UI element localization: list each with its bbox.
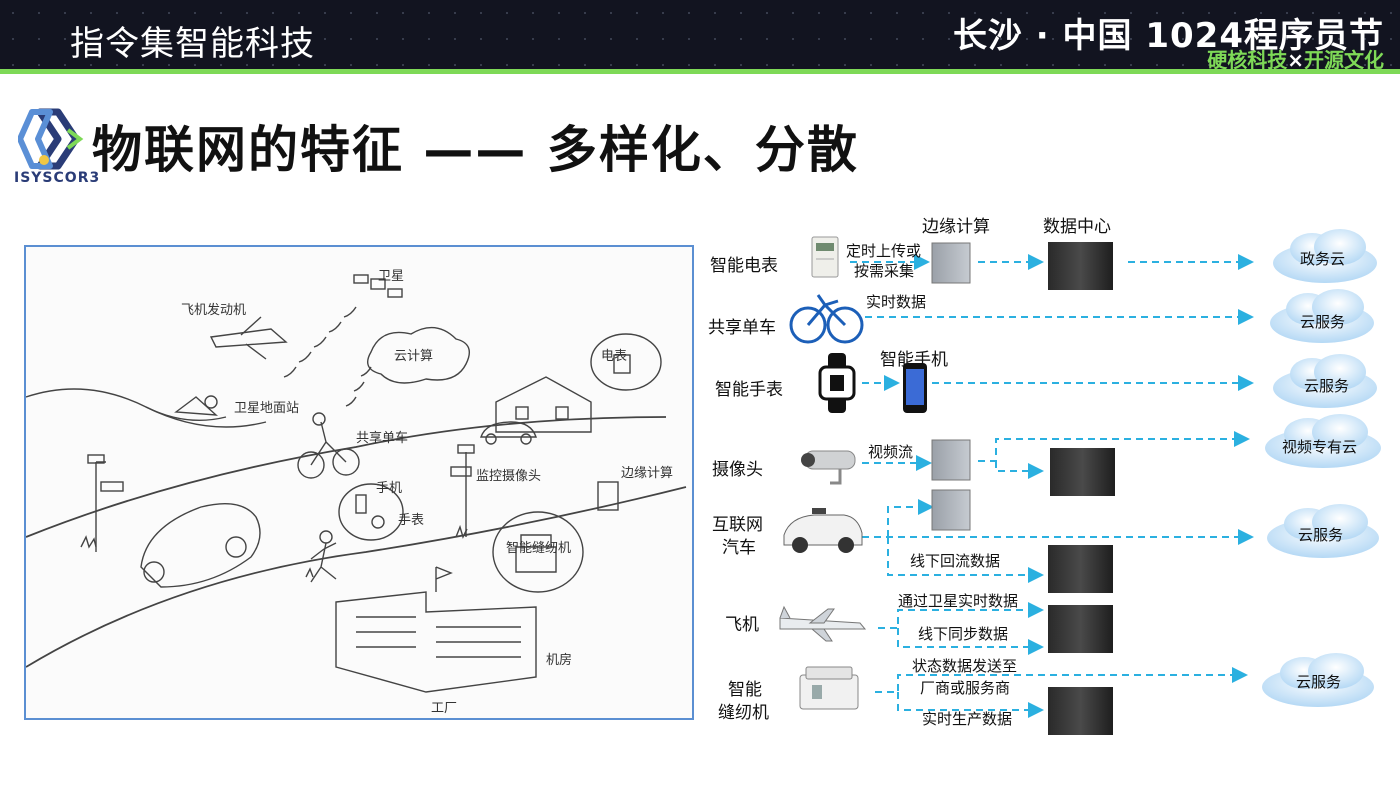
isyscore-logo-icon	[17, 108, 90, 188]
security-camera-icon	[801, 450, 856, 485]
iot-data-flow-diagram: 边缘计算 数据中心 智能电表 定时上传或 按需采集 共享单车 实时数据 智能手表…	[700, 205, 1400, 745]
sketch-label-bike: 共享单车	[356, 431, 409, 446]
sketch-label-engine: 飞机发动机	[181, 303, 247, 318]
datacenter-2	[1050, 448, 1115, 496]
label-car-2: 汽车	[722, 538, 756, 558]
sketch-label-camera: 监控摄像头	[476, 469, 542, 484]
note-sewing-status: 状态数据发送至	[912, 657, 1018, 675]
event-title: 长沙 · 中国 1024程序员节	[952, 16, 1384, 56]
label-smart-meter: 智能电表	[710, 256, 778, 276]
label-sewing-2: 缝纫机	[718, 703, 769, 723]
sketch-label-ground-station: 卫星地面站	[234, 401, 300, 416]
label-sewing-1: 智能	[728, 680, 762, 700]
sketch-label-datacenter: 机房	[546, 653, 573, 668]
cloud-service-3-label: 云服务	[1298, 526, 1344, 544]
event-sub-right: 开源文化	[1304, 48, 1384, 72]
cloud-service-2-label: 云服务	[1304, 377, 1350, 395]
note-plane-satellite: 通过卫星实时数据	[898, 592, 1019, 610]
electric-meter-icon	[811, 236, 839, 278]
slide-title: 物联网的特征 —— 多样化、分散	[92, 121, 859, 179]
cloud-gov-label: 政务云	[1300, 250, 1346, 268]
edge-cabinet-2	[931, 439, 971, 481]
note-bike: 实时数据	[866, 293, 927, 311]
header-dot-pattern	[0, 0, 1400, 74]
label-shared-bike: 共享单车	[708, 318, 776, 338]
company-name: 指令集智能科技	[70, 24, 315, 64]
smartphone-icon	[903, 363, 927, 413]
iot-sketch-illustration: 卫星 飞机发动机 云计算 电表 卫星地面站 共享单车 监控摄像头 边缘计算 手机…	[24, 245, 694, 720]
cloud-service-1-label: 云服务	[1300, 313, 1346, 331]
label-smartphone: 智能手机	[880, 350, 948, 370]
event-sub-left: 硬核科技	[1207, 48, 1288, 72]
cloud-service-1	[1270, 289, 1374, 343]
datacenter-5	[1048, 687, 1113, 735]
label-airplane: 飞机	[725, 615, 759, 635]
note-sewing-production: 实时生产数据	[922, 710, 1013, 728]
cloud-video-label: 视频专有云	[1282, 438, 1358, 456]
header-edge-computing: 边缘计算	[922, 217, 990, 237]
event-sub-x: ×	[1287, 48, 1304, 72]
sketch-label-cloud: 云计算	[394, 349, 434, 364]
connected-car-icon	[783, 508, 863, 553]
edge-cabinet-1	[931, 242, 971, 284]
logo-text: ISYSCOR3	[14, 170, 101, 186]
label-smart-watch: 智能手表	[715, 380, 783, 400]
event-subtitle: 硬核科技×开源文化	[1207, 44, 1384, 73]
edge-cabinet-3	[931, 489, 971, 531]
cloud-service-4	[1262, 653, 1374, 707]
label-camera: 摄像头	[712, 460, 763, 480]
header-bar: 指令集智能科技 长沙 · 中国 1024程序员节 硬核科技×开源文化	[0, 0, 1400, 74]
airplane-icon	[779, 605, 867, 642]
datacenter-1	[1048, 242, 1113, 290]
note-meter-2: 按需采集	[854, 262, 915, 280]
note-sewing-vendor: 厂商或服务商	[920, 679, 1011, 697]
note-offline-backflow: 线下回流数据	[910, 552, 1001, 570]
note-plane-offline: 线下同步数据	[918, 625, 1009, 643]
header-datacenter: 数据中心	[1043, 217, 1111, 237]
label-car-1: 互联网	[712, 515, 763, 535]
sketch-label-satellite: 卫星	[378, 269, 405, 284]
cloud-gov	[1273, 229, 1377, 283]
cloud-service-3	[1267, 504, 1379, 558]
cloud-service-4-label: 云服务	[1296, 673, 1342, 691]
diagram-graphics	[779, 229, 1381, 735]
shared-bike-icon	[789, 294, 864, 344]
cloud-video	[1265, 414, 1381, 468]
sketch-drawing	[26, 274, 687, 693]
sewing-machine-icon	[799, 666, 859, 710]
datacenter-3	[1048, 545, 1113, 593]
note-video-stream: 视频流	[868, 443, 914, 461]
sketch-label-meter: 电表	[601, 349, 628, 364]
datacenter-4	[1048, 605, 1113, 653]
header-accent-line	[0, 69, 1400, 74]
sketch-label-watch: 手表	[398, 513, 425, 528]
sketch-label-phone: 手机	[376, 481, 403, 496]
cloud-service-2	[1273, 354, 1377, 408]
smart-watch-icon	[818, 353, 856, 413]
sketch-label-edge: 边缘计算	[621, 466, 674, 481]
sketch-label-factory: 工厂	[431, 701, 458, 716]
sketch-label-sewing: 智能缝纫机	[506, 541, 572, 556]
note-meter-1: 定时上传或	[846, 242, 922, 260]
